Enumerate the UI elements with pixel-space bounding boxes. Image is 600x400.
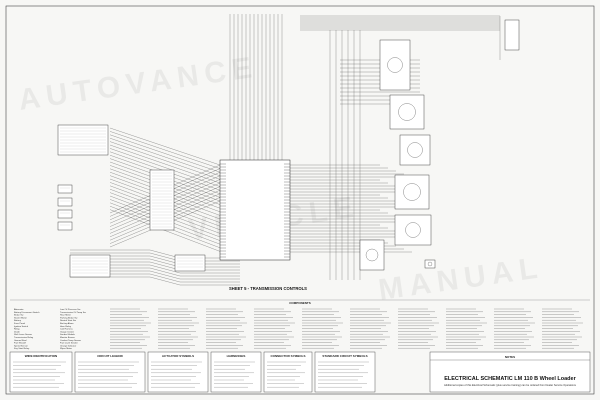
components-header: COMPONENTS xyxy=(289,301,311,305)
component-entry: Diode xyxy=(14,331,20,333)
component-entry: Battery xyxy=(14,319,22,322)
component-entry: Hour Meter xyxy=(60,314,71,317)
component-entry: Low Oil Pressure Sw xyxy=(60,308,81,311)
schematic-subtitle: Additional copies of this Electrical Sch… xyxy=(444,383,577,387)
component-entry: Fuse Panel xyxy=(14,323,26,325)
component-entry: Alternator xyxy=(14,308,24,311)
component-entry: Coolant Temp Sensor xyxy=(60,339,81,342)
legend-strip: WIRE IDENTIFICATION CIRCUIT LEGEND ACTUATO… xyxy=(9,351,376,393)
component-entry: Transmission Oil Temp Sw xyxy=(60,311,86,314)
component-entry: Fuel Shutoff xyxy=(14,342,26,345)
component-entry: Shift Lever Sensor xyxy=(14,333,32,336)
legend-box-title: STANDARD CIRCUIT SYMBOLS xyxy=(322,354,367,358)
component-entry: Brake Sw xyxy=(14,314,24,317)
component-entry: Monitor Buzzer xyxy=(60,336,75,339)
component-entry: Neutral Start Sw xyxy=(60,319,76,322)
schematic-title: ELECTRICAL SCHEMATIC LM 110 B Wheel Load… xyxy=(444,376,576,382)
component-entry: Gauge Cluster xyxy=(60,330,74,333)
legend-box xyxy=(263,351,313,393)
component-entry: Wiper Motor xyxy=(60,347,72,350)
right-relay-blocks xyxy=(359,39,436,271)
title-block: NOTES ELECTRICAL SCHEMATIC LM 110 B Whee… xyxy=(429,351,591,393)
drawing-border xyxy=(5,5,595,395)
component-entry: Charge Indicator xyxy=(60,344,76,347)
legend-box xyxy=(210,351,262,393)
component-entry: Starter Motor xyxy=(14,316,27,319)
component-entry: Ignition Switch xyxy=(14,325,29,328)
component-entry: Cab Harness xyxy=(60,328,74,331)
component-entry: Relay xyxy=(14,329,20,331)
component-entry: Parking Brake Sw xyxy=(60,316,78,319)
legend-box-title: CIRCUIT LEGEND xyxy=(97,354,123,358)
left-connector-blocks xyxy=(57,124,206,278)
legend-box xyxy=(9,351,73,393)
legend-box-title: HARNESSES xyxy=(227,354,246,358)
component-entry: Key Start Relay xyxy=(14,347,30,350)
legend-box-title: ACTUATOR SYMBOLS xyxy=(162,354,194,358)
legend-box-title: CONNECTOR SYMBOLS xyxy=(271,354,306,358)
component-entry: Transmission Relay xyxy=(14,336,34,339)
component-entry: Backup Alarm xyxy=(60,322,74,325)
component-entry: Battery Disconnect Switch xyxy=(14,311,40,314)
transmission-controller xyxy=(219,159,291,261)
legend-box xyxy=(147,351,209,393)
legend-box xyxy=(314,351,376,393)
sheet-label: SHEET 5 - TRANSMISSION CONTROLS xyxy=(229,286,307,291)
component-entry: Horn Relay xyxy=(60,325,72,328)
notes-header: NOTES xyxy=(505,355,515,359)
legend-box-title: WIRE IDENTIFICATION xyxy=(25,354,57,358)
component-entry: Speed Sensor xyxy=(14,344,28,347)
component-entry: Fuel Level Sender xyxy=(60,342,78,345)
component-entry: Sender Module xyxy=(60,333,76,336)
component-entry: Ground Stud xyxy=(14,339,27,342)
legend-box xyxy=(74,351,146,393)
